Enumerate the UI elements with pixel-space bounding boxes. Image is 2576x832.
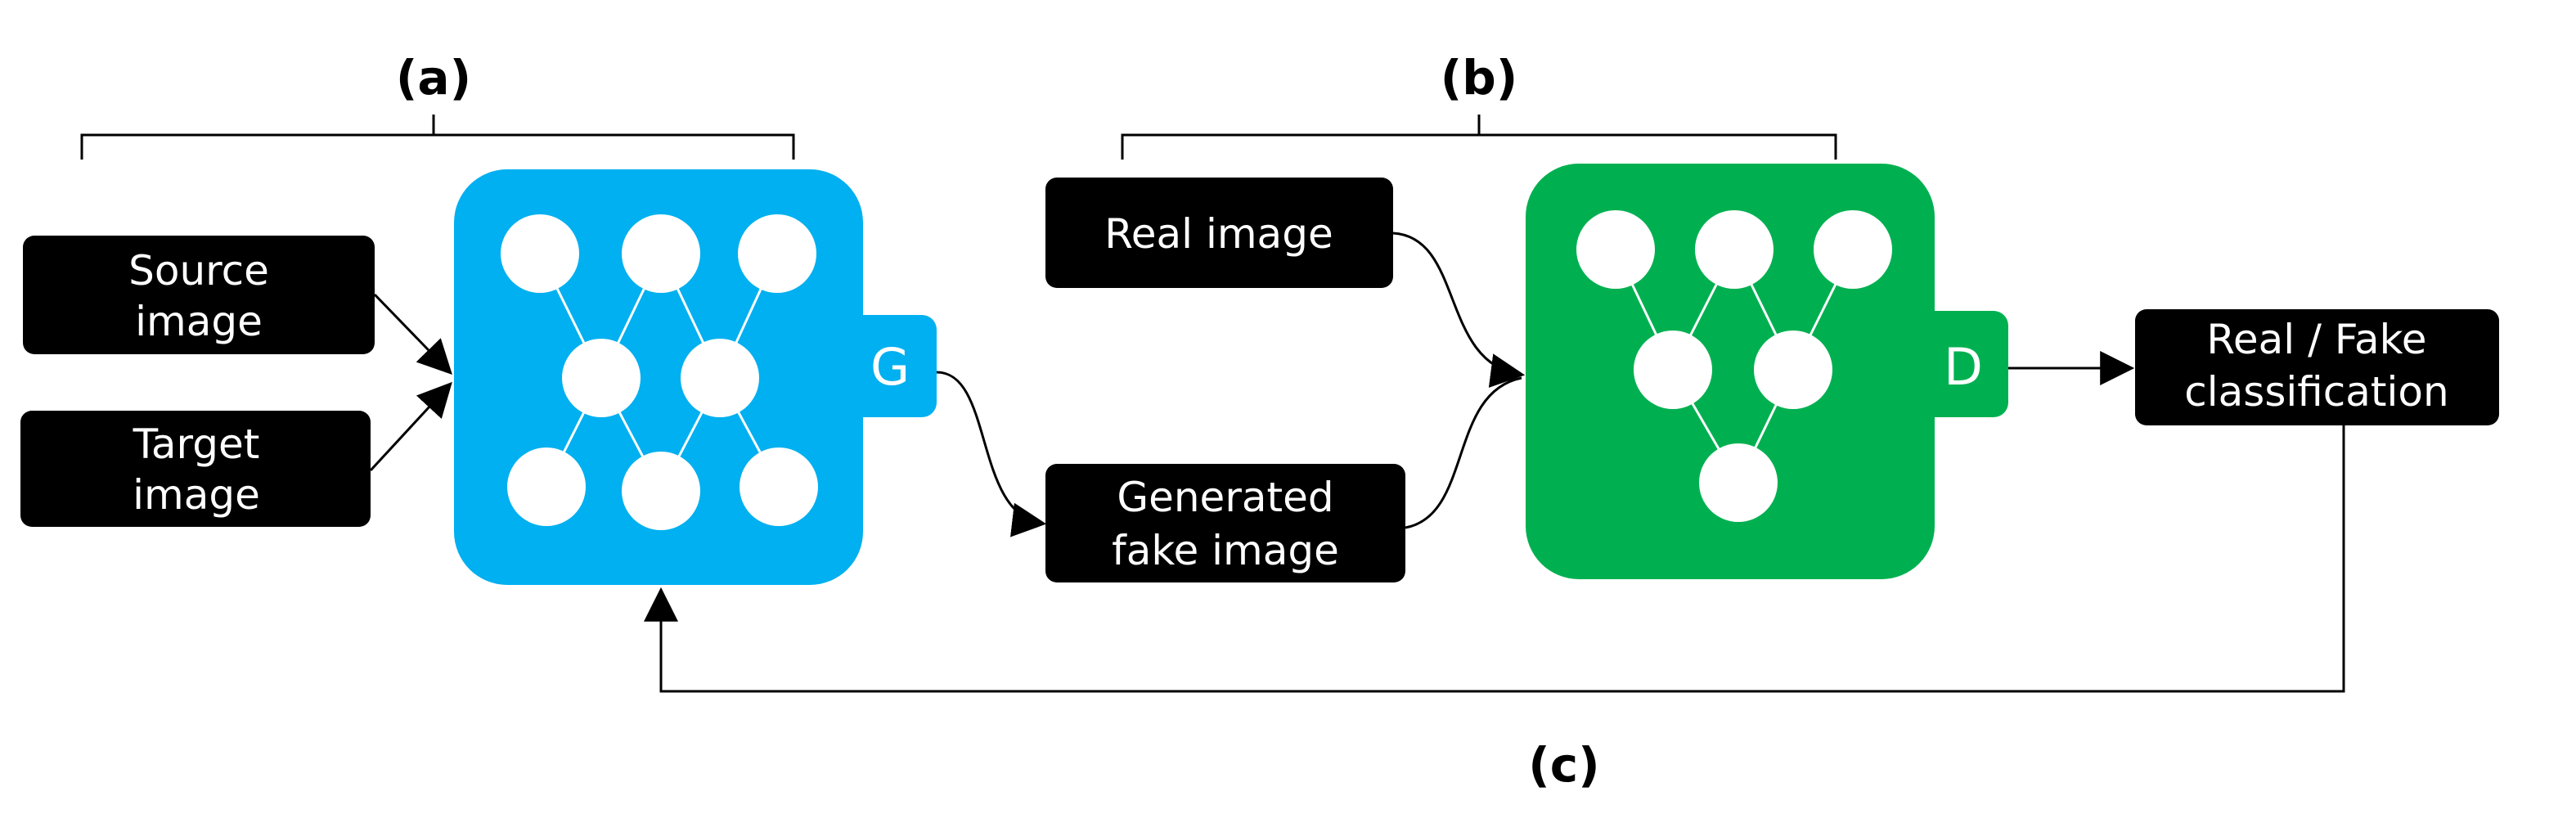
section-label-a: (a) bbox=[396, 50, 471, 106]
section-label-c: (c) bbox=[1528, 737, 1599, 793]
discriminator-node bbox=[1699, 443, 1778, 522]
generator-network: G bbox=[454, 169, 937, 585]
bracket-b bbox=[1121, 115, 1837, 160]
discriminator-tab bbox=[1918, 311, 2008, 417]
generator-node bbox=[740, 447, 818, 526]
discriminator-node bbox=[1576, 210, 1655, 289]
generated-fake-image-box: Generated fake image bbox=[1045, 464, 1405, 582]
real-image-box: Real image bbox=[1045, 178, 1393, 288]
arrow-source-to-generator bbox=[373, 293, 452, 376]
arrow-fake-to-discriminator bbox=[1405, 376, 1522, 529]
source-image-line2: image bbox=[135, 298, 263, 345]
generator-node bbox=[622, 452, 700, 530]
generated-fake-image-line1: Generated bbox=[1117, 474, 1333, 521]
generator-node bbox=[562, 339, 641, 417]
generator-tab bbox=[847, 315, 937, 417]
arrow-generator-to-fake-image bbox=[936, 371, 1047, 537]
discriminator-node bbox=[1814, 210, 1892, 289]
arrow-real-to-discriminator bbox=[1392, 232, 1526, 388]
feedback-loop-arrow bbox=[644, 425, 2345, 693]
classification-box: Real / Fake classification bbox=[2135, 309, 2499, 425]
source-image-line1: Source bbox=[128, 247, 269, 295]
source-image-box: Source image bbox=[23, 236, 375, 354]
generated-fake-image-line2: fake image bbox=[1112, 527, 1339, 574]
section-label-b: (b) bbox=[1441, 50, 1518, 106]
discriminator-label: D bbox=[1944, 337, 1983, 397]
discriminator-network: D bbox=[1526, 164, 2008, 579]
real-image-label: Real image bbox=[1104, 210, 1333, 258]
classification-line1: Real / Fake bbox=[2206, 316, 2426, 363]
generator-node bbox=[681, 339, 759, 417]
arrow-target-to-generator bbox=[369, 381, 452, 472]
generator-node bbox=[738, 214, 816, 293]
target-image-line1: Target bbox=[133, 420, 260, 468]
discriminator-node bbox=[1754, 331, 1832, 409]
discriminator-node bbox=[1695, 210, 1774, 289]
classification-line2: classification bbox=[2184, 368, 2448, 416]
generator-label: G bbox=[870, 337, 910, 397]
generator-node bbox=[501, 214, 579, 293]
generator-node bbox=[622, 214, 700, 293]
generator-node bbox=[507, 447, 586, 526]
target-image-line2: image bbox=[133, 471, 260, 519]
bracket-a bbox=[80, 115, 795, 160]
target-image-box: Target image bbox=[20, 411, 371, 527]
discriminator-node bbox=[1634, 331, 1712, 409]
